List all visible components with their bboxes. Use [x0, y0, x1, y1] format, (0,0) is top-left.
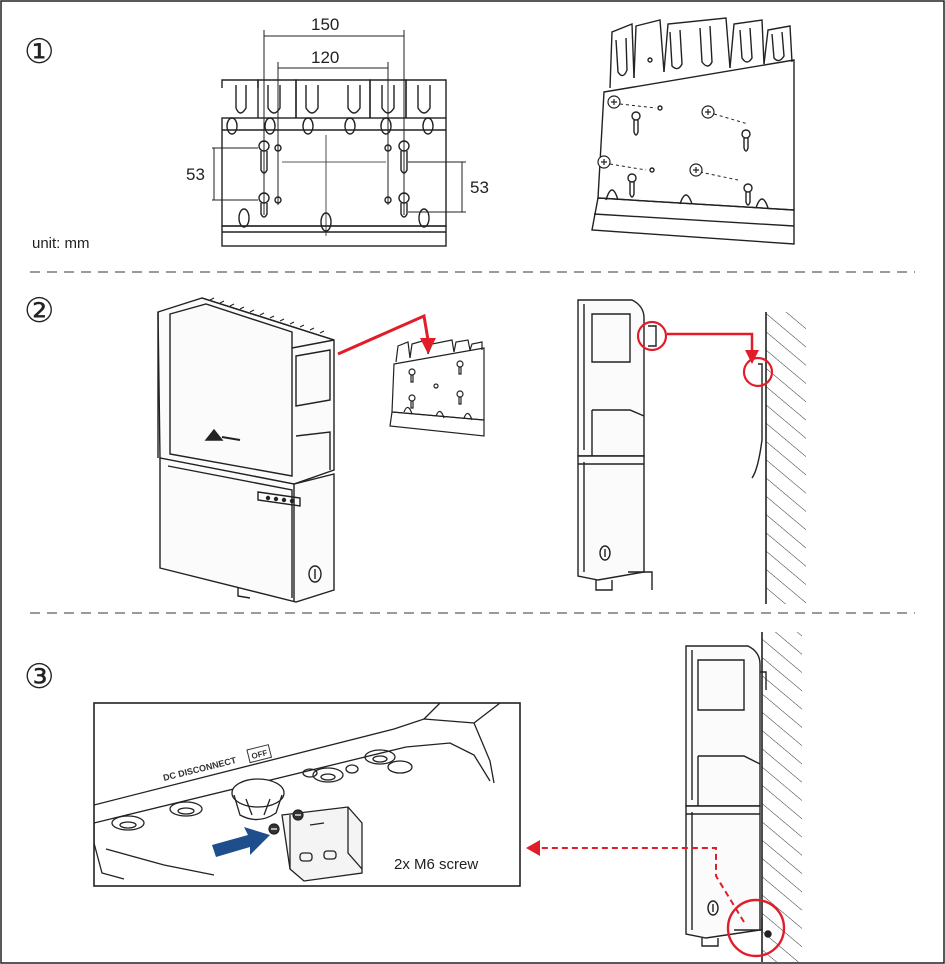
- dimension-150-label: 150: [311, 15, 339, 34]
- screw-icon: [268, 809, 304, 835]
- inverter-front-view: [157, 297, 335, 603]
- dimension-120-label: 120: [311, 48, 339, 67]
- wall-section-2: [751, 312, 806, 604]
- dimension-53-left-label: 53: [186, 165, 205, 184]
- screw-icon: [597, 95, 715, 177]
- off-label: OFF: [251, 748, 269, 761]
- step-3-number: ③: [24, 657, 54, 697]
- bracket-perspective-view: [591, 17, 795, 245]
- mount-arrow-head: [420, 338, 436, 354]
- inverter-side-view-mounted: [685, 645, 772, 947]
- inverter-side-view: [577, 299, 657, 591]
- wall-section-3: [761, 632, 802, 962]
- detail-pointer-line: [538, 847, 745, 923]
- bracket-highlight: [726, 898, 786, 958]
- bracket-small-view: [389, 339, 485, 437]
- step-1-number: ①: [24, 32, 54, 72]
- mount-arrow: [337, 313, 430, 356]
- insert-arrow: [212, 827, 270, 857]
- bracket-front-view: [212, 30, 466, 247]
- hook-highlight-inverter: [636, 320, 668, 352]
- unit-label: unit: mm: [32, 235, 90, 252]
- hang-arrow: [667, 332, 754, 352]
- step-2-number: ②: [24, 291, 54, 331]
- hang-arrow-head: [745, 350, 759, 364]
- hook-highlight-wall: [742, 356, 774, 388]
- detail-pointer-head: [526, 840, 540, 856]
- screw-label: 2x M6 screw: [394, 856, 478, 873]
- dimension-53-right-label: 53: [470, 178, 489, 197]
